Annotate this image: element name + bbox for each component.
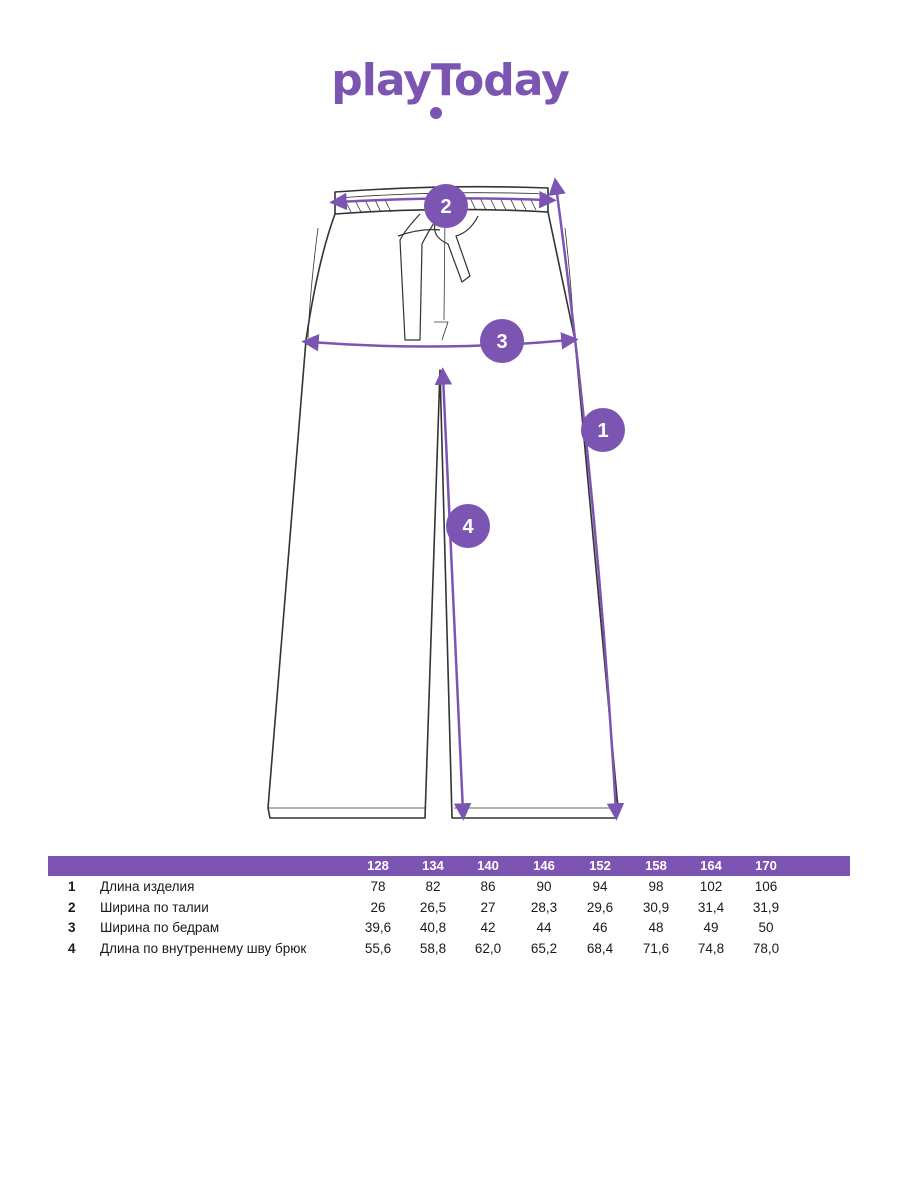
table-cell: 65,2 <box>530 940 558 956</box>
table-cell: 106 <box>754 879 778 894</box>
table-cell: 71,6 <box>642 940 670 956</box>
table-cell: 46 <box>592 920 608 935</box>
size-header: 158 <box>645 858 667 873</box>
marker-4-label: 4 <box>462 516 474 538</box>
size-header: 128 <box>367 858 389 873</box>
row-label: Ширина по бедрам <box>100 920 220 935</box>
row-label: Длина изделия <box>100 879 195 894</box>
table-cell: 68,4 <box>586 940 614 956</box>
size-header: 146 <box>533 858 555 873</box>
trousers-outline <box>267 211 619 819</box>
table-cell: 58,8 <box>419 940 447 956</box>
table-row: 4 Длина по внутреннему шву брюк 55,6 58,… <box>48 938 850 959</box>
table-cell: 27 <box>480 899 496 915</box>
table-cell: 31,9 <box>752 899 780 915</box>
table-cell: 94 <box>592 879 608 894</box>
table-cell: 78 <box>370 879 386 894</box>
table-row: 2 Ширина по талии 26 26,5 27 28,3 29,6 3… <box>48 897 850 918</box>
table-cell: 31,4 <box>697 899 725 915</box>
table-cell: 50 <box>758 920 774 935</box>
table-cell: 40,8 <box>419 920 447 935</box>
table-cell: 49 <box>703 920 719 935</box>
table-cell: 42 <box>480 920 496 935</box>
table-cell: 48 <box>648 920 664 935</box>
row-number: 4 <box>68 940 76 956</box>
table-cell: 90 <box>536 879 552 894</box>
table-row: 1 Длина изделия 78 82 86 90 94 98 102 10… <box>48 876 850 897</box>
table-cell: 62,0 <box>474 940 502 956</box>
trousers-technical-sketch: 2 3 1 4 <box>267 177 625 821</box>
row-number: 1 <box>68 879 76 894</box>
row-number: 2 <box>68 899 76 915</box>
table-cell: 28,3 <box>530 899 558 915</box>
marker-4: 4 <box>446 504 490 548</box>
table-cell: 26,5 <box>419 899 447 915</box>
marker-3: 3 <box>480 319 524 363</box>
size-header: 140 <box>477 858 499 873</box>
table-cell: 55,6 <box>364 940 392 956</box>
measure-line-length <box>548 177 625 821</box>
marker-1: 1 <box>581 408 625 452</box>
size-header: 152 <box>589 858 611 873</box>
table-cell: 98 <box>648 879 664 894</box>
table-cell: 86 <box>480 879 496 894</box>
measure-line-inseam <box>434 367 472 821</box>
row-label: Ширина по талии <box>100 899 209 915</box>
table-cell: 29,6 <box>586 899 614 915</box>
table-cell: 74,8 <box>697 940 725 956</box>
marker-2-label: 2 <box>440 196 451 218</box>
row-label: Длина по внутреннему шву брюк <box>100 940 307 956</box>
marker-1-label: 1 <box>597 420 608 442</box>
table-cell: 82 <box>425 879 441 894</box>
size-header: 164 <box>700 858 722 873</box>
table-cell: 78,0 <box>752 940 780 956</box>
size-table: 128 134 140 146 152 158 164 170 1 Длина … <box>48 856 850 958</box>
table-row: 3 Ширина по бедрам 39,6 40,8 42 44 46 48… <box>48 917 850 938</box>
drawstring <box>399 213 479 341</box>
measure-line-hips <box>301 332 579 352</box>
row-number: 3 <box>68 920 76 935</box>
table-cell: 30,9 <box>642 899 670 915</box>
table-cell: 102 <box>699 879 723 894</box>
table-cell: 39,6 <box>364 920 392 935</box>
size-table-header: 128 134 140 146 152 158 164 170 <box>48 856 850 876</box>
brand-logo: playToday <box>0 55 900 119</box>
size-header: 170 <box>755 858 777 873</box>
logo-dot-icon <box>430 107 442 119</box>
size-header: 134 <box>422 858 444 873</box>
marker-3-label: 3 <box>496 331 507 353</box>
brand-logo-text: playToday <box>331 55 570 106</box>
table-cell: 26 <box>370 899 386 915</box>
marker-2: 2 <box>424 184 468 228</box>
table-cell: 44 <box>536 920 552 935</box>
